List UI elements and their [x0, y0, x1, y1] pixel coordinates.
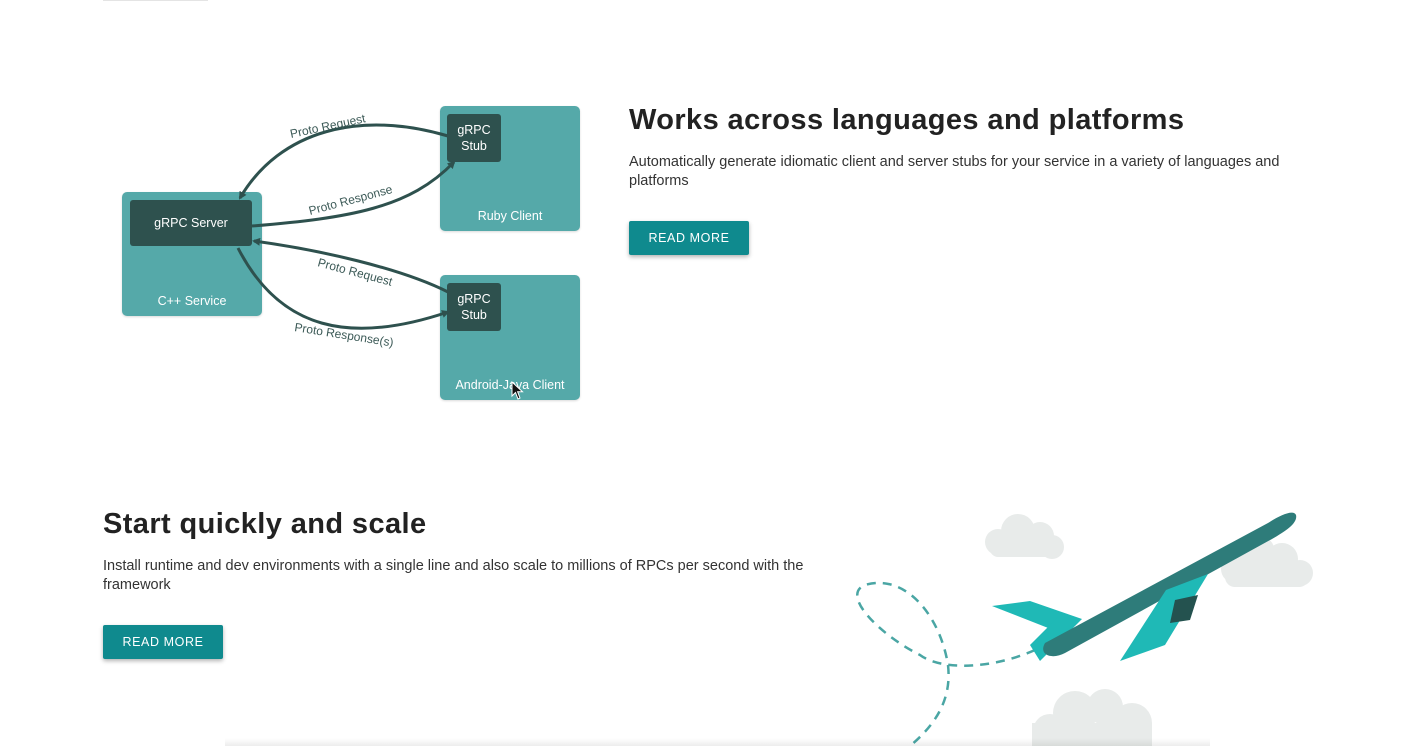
android-grpc-stub: gRPC Stub: [447, 283, 501, 331]
ruby-stub-label: gRPC Stub: [457, 123, 491, 153]
arrow-ruby-response: [251, 160, 456, 228]
cpp-service-box: gRPC Server C++ Service: [122, 192, 262, 316]
label-ruby-request: Proto Request: [289, 111, 368, 141]
label-android-response: Proto Response(s): [294, 320, 395, 349]
cloud-icon: [1032, 689, 1152, 746]
section-description-scale: Install runtime and dev environments wit…: [103, 558, 804, 593]
section-description-languages: Automatically generate idiomatic client …: [629, 154, 1280, 189]
top-divider: [103, 0, 208, 1]
arrow-ruby-request: [238, 123, 449, 200]
grpc-server-box: gRPC Server: [130, 200, 252, 246]
read-more-button-languages[interactable]: READ MORE: [629, 221, 749, 255]
android-stub-label: gRPC Stub: [457, 292, 491, 322]
section-title-scale: Start quickly and scale: [103, 508, 427, 540]
section-title-languages: Works across languages and platforms: [629, 104, 1185, 136]
arrow-android-response: [236, 247, 450, 330]
cursor-icon: [511, 381, 524, 400]
cloud-icon: [985, 514, 1064, 559]
architecture-diagram: gRPC Server C++ Service gRPC Stub Ruby C…: [110, 100, 590, 410]
ruby-grpc-stub: gRPC Stub: [447, 114, 501, 162]
cpp-service-label: C++ Service: [157, 294, 227, 308]
read-more-button-scale[interactable]: READ MORE: [103, 625, 223, 659]
airplane-icon: [856, 499, 1313, 746]
footer-card-edge: [225, 738, 1210, 746]
ruby-client-label: Ruby Client: [477, 209, 543, 223]
android-client-label: Android-Java Client: [455, 378, 565, 392]
arrow-android-request: [252, 237, 449, 294]
ruby-client-box: gRPC Stub Ruby Client: [440, 106, 580, 231]
android-client-box: gRPC Stub Android-Java Client: [440, 275, 580, 400]
plane-body: [992, 499, 1297, 661]
diagram-arrows: Proto Request Proto Response Proto Reque…: [236, 111, 456, 350]
